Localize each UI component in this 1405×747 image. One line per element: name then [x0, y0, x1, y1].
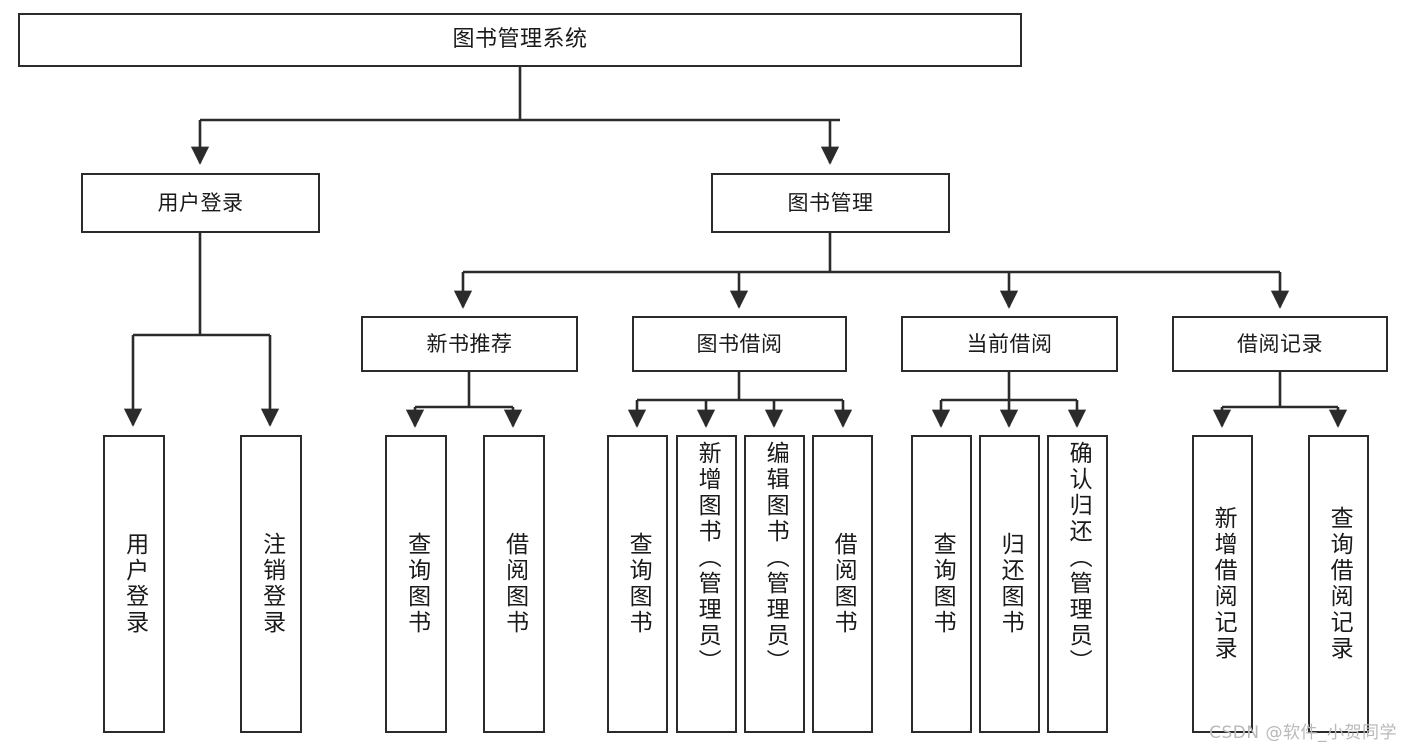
- node-user-login-label: 用户登录: [157, 190, 244, 215]
- node-book-borrow[interactable]: 图书借阅: [632, 316, 847, 372]
- leaf-edit-book-admin[interactable]: 编辑图书（管理员）: [744, 435, 805, 733]
- leaf-query-book-2-label: 查询图书: [625, 532, 652, 636]
- node-borrow-record[interactable]: 借阅记录: [1172, 316, 1388, 372]
- leaf-query-borrow-record[interactable]: 查询借阅记录: [1308, 435, 1369, 733]
- leaf-add-borrow-record[interactable]: 新增借阅记录: [1192, 435, 1253, 733]
- leaf-logout-login-label: 注销登录: [258, 532, 285, 636]
- leaf-query-book-1-label: 查询图书: [403, 532, 430, 636]
- leaf-return-book[interactable]: 归还图书: [979, 435, 1040, 733]
- leaf-return-book-label: 归还图书: [997, 532, 1024, 636]
- leaf-query-book-2[interactable]: 查询图书: [607, 435, 668, 733]
- leaf-borrow-book-2[interactable]: 借阅图书: [812, 435, 873, 733]
- csdn-watermark: CSDN @软件_小贺同学: [1209, 723, 1397, 743]
- leaf-user-login-label: 用户登录: [121, 532, 148, 636]
- leaf-query-book-3-label: 查询图书: [929, 532, 956, 636]
- leaf-user-login[interactable]: 用户登录: [103, 435, 165, 733]
- leaf-edit-book-admin-label: 编辑图书（管理员）: [762, 441, 789, 675]
- leaf-logout-login[interactable]: 注销登录: [240, 435, 302, 733]
- leaf-borrow-book-1[interactable]: 借阅图书: [483, 435, 545, 733]
- node-book-management[interactable]: 图书管理: [711, 173, 950, 233]
- node-book-borrow-label: 图书借阅: [696, 331, 783, 356]
- leaf-add-book-admin-label: 新增图书（管理员）: [694, 441, 721, 675]
- leaf-add-borrow-record-label: 新增借阅记录: [1210, 506, 1237, 662]
- node-root-label: 图书管理系统: [452, 27, 588, 53]
- leaf-borrow-book-1-label: 借阅图书: [501, 532, 528, 636]
- node-book-management-label: 图书管理: [787, 190, 874, 215]
- node-current-borrow[interactable]: 当前借阅: [901, 316, 1118, 372]
- leaf-borrow-book-2-label: 借阅图书: [830, 532, 857, 636]
- node-root[interactable]: 图书管理系统: [18, 13, 1022, 67]
- leaf-query-book-1[interactable]: 查询图书: [385, 435, 447, 733]
- leaf-confirm-return-admin[interactable]: 确认归还（管理员）: [1047, 435, 1108, 733]
- leaf-query-borrow-record-label: 查询借阅记录: [1326, 506, 1353, 662]
- node-new-book-recommend-label: 新书推荐: [426, 331, 513, 356]
- leaf-query-book-3[interactable]: 查询图书: [911, 435, 972, 733]
- node-new-book-recommend[interactable]: 新书推荐: [361, 316, 578, 372]
- node-user-login[interactable]: 用户登录: [81, 173, 320, 233]
- node-current-borrow-label: 当前借阅: [966, 331, 1053, 356]
- leaf-add-book-admin[interactable]: 新增图书（管理员）: [676, 435, 737, 733]
- node-borrow-record-label: 借阅记录: [1237, 331, 1323, 356]
- leaf-confirm-return-admin-label: 确认归还（管理员）: [1065, 441, 1092, 675]
